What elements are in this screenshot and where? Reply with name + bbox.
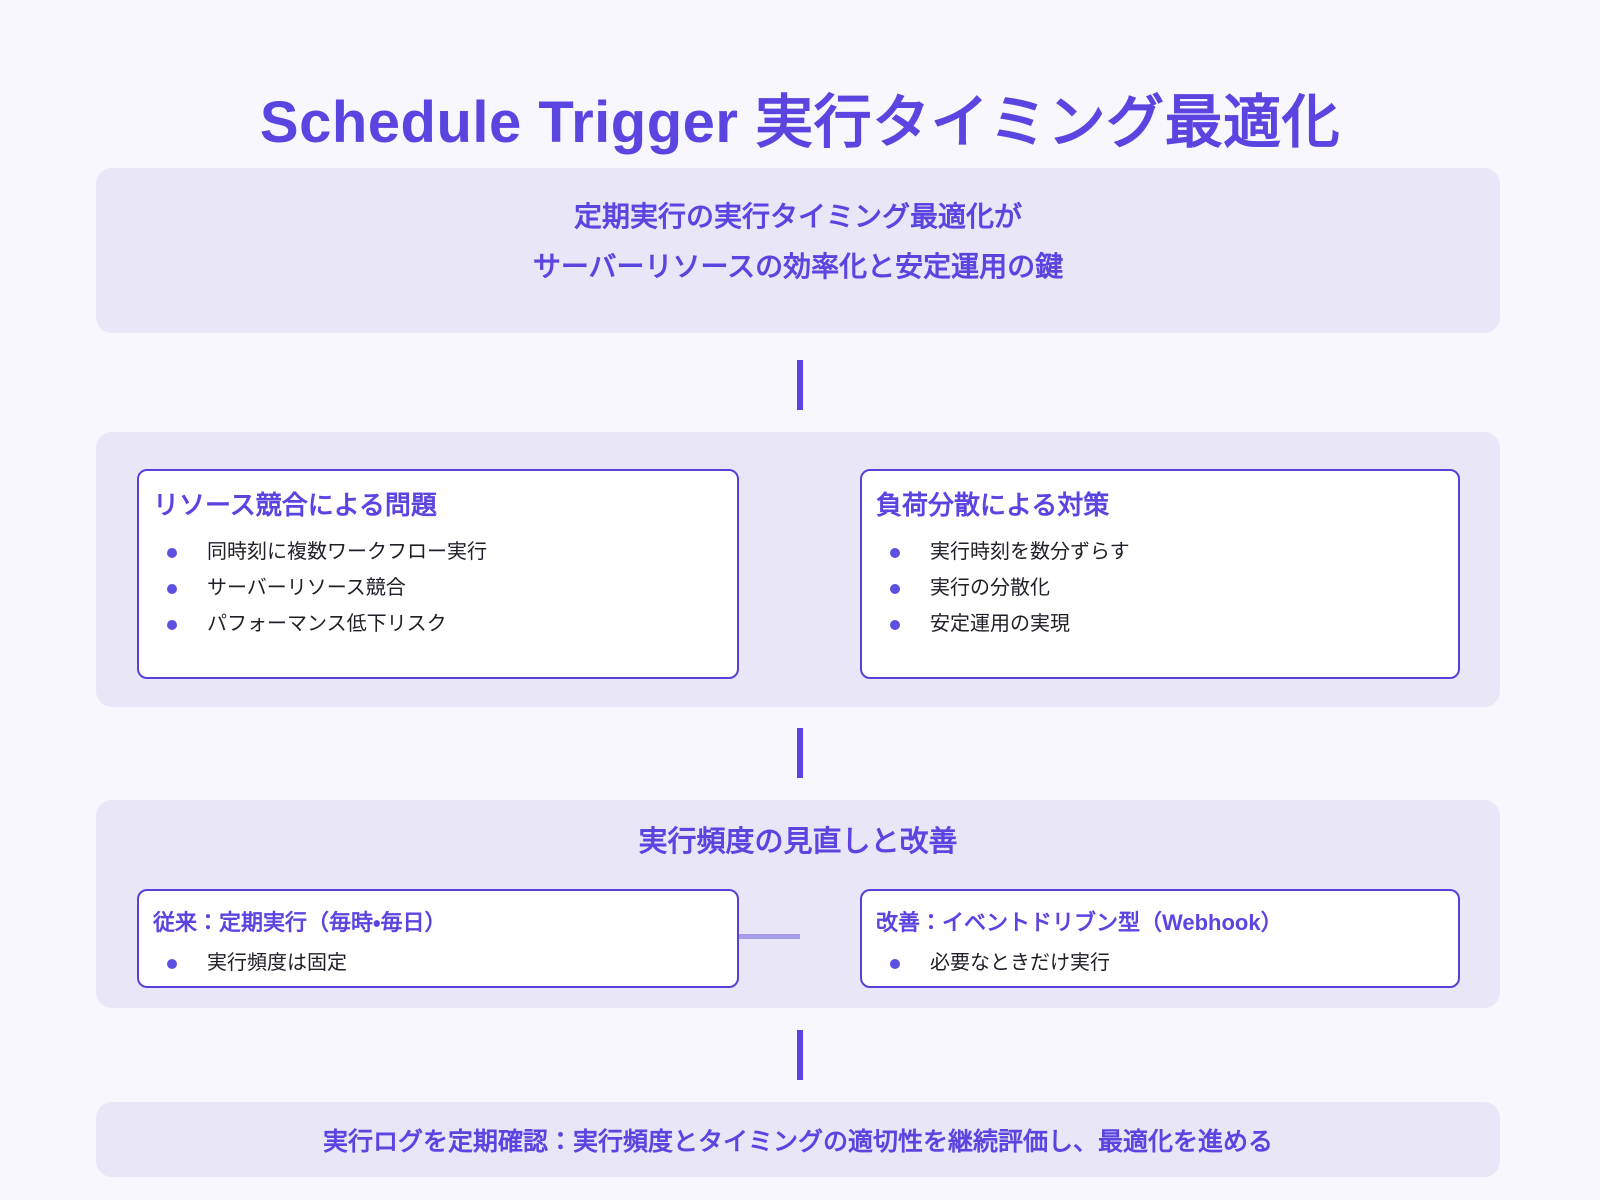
event-driven-bullet-list: 必要なときだけ実行 [876, 953, 1444, 974]
bullet-item: 実行時刻を数分ずらす [890, 542, 1444, 563]
footer-panel: 実行ログを定期確認：実行頻度とタイミングの適切性を継続評価し、最適化を進める [96, 1102, 1500, 1177]
intro-line-2: サーバーリソースの効率化と安定運用の鍵 [532, 251, 1064, 282]
resource-conflict-card-title: リソース競合による問題 [153, 490, 437, 520]
bullet-item: 実行頻度は固定 [167, 953, 723, 974]
bullet-item: パフォーマンス低下リスク [167, 614, 723, 635]
footer-note: 実行ログを定期確認：実行頻度とタイミングの適切性を継続評価し、最適化を進める [322, 1127, 1273, 1156]
vertical-connector-3 [797, 1030, 803, 1080]
frequency-section-title: 実行頻度の見直しと改善 [638, 826, 958, 858]
vertical-connector-1 [797, 360, 803, 410]
intro-line-1: 定期実行の実行タイミング最適化が [573, 201, 1022, 232]
bullet-item: 実行の分散化 [890, 578, 1444, 599]
resource-conflict-card: リソース競合による問題 同時刻に複数ワークフロー実行 サーバーリソース競合 パフ… [137, 469, 739, 679]
conventional-schedule-card-title: 従来：定期実行（毎時・毎日） [153, 910, 447, 935]
bullet-item: 安定運用の実現 [890, 614, 1444, 635]
conventional-schedule-bullet-list: 実行頻度は固定 [153, 953, 723, 974]
bullet-item: 必要なときだけ実行 [890, 953, 1444, 974]
conventional-schedule-card: 従来：定期実行（毎時・毎日） 実行頻度は固定 [137, 889, 739, 988]
resource-conflict-bullet-list: 同時刻に複数ワークフロー実行 サーバーリソース競合 パフォーマンス低下リスク [153, 542, 723, 635]
vertical-connector-2 [797, 728, 803, 778]
load-balancing-card: 負荷分散による対策 実行時刻を数分ずらす 実行の分散化 安定運用の実現 [860, 469, 1460, 679]
event-driven-card-title: 改善：イベントドリブン型（Webhook） [876, 910, 1283, 935]
bullet-item: サーバーリソース競合 [167, 578, 723, 599]
frequency-review-panel: 実行頻度の見直しと改善 従来：定期実行（毎時・毎日） 実行頻度は固定 改善：イベ… [96, 800, 1500, 1008]
bullet-item: 同時刻に複数ワークフロー実行 [167, 542, 723, 563]
load-balancing-bullet-list: 実行時刻を数分ずらす 実行の分散化 安定運用の実現 [876, 542, 1444, 635]
event-driven-card: 改善：イベントドリブン型（Webhook） 必要なときだけ実行 [860, 889, 1460, 988]
problem-solution-panel: リソース競合による問題 同時刻に複数ワークフロー実行 サーバーリソース競合 パフ… [96, 432, 1500, 707]
load-balancing-card-title: 負荷分散による対策 [876, 490, 1110, 520]
horizontal-connector [739, 934, 800, 939]
page-title: Schedule Trigger 実行タイミング最適化 [259, 89, 1341, 155]
intro-panel: 定期実行の実行タイミング最適化が サーバーリソースの効率化と安定運用の鍵 [96, 168, 1500, 333]
